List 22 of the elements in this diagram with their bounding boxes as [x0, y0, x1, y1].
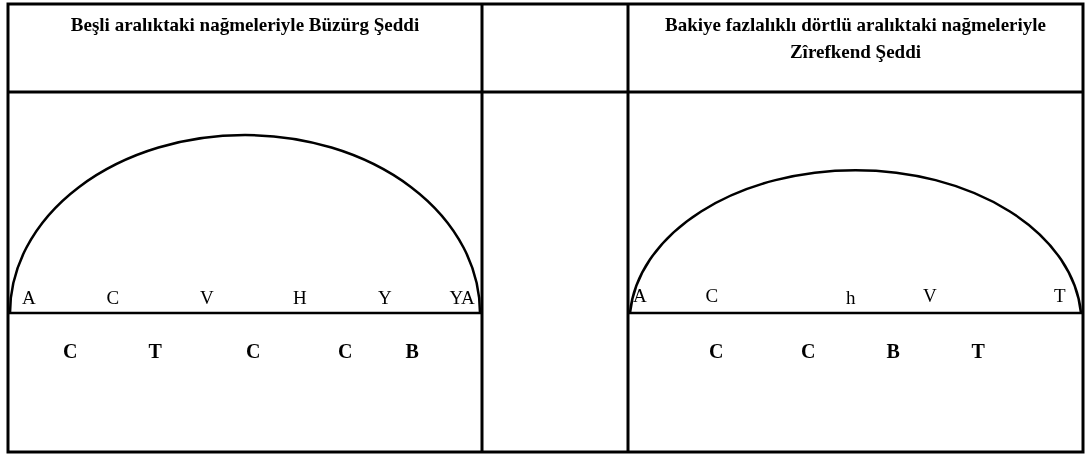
note-letter: A [633, 285, 647, 305]
interval-letter: C [801, 341, 816, 361]
note-letter: T [1054, 285, 1066, 305]
interval-letter: C [63, 341, 78, 361]
note-letter: H [293, 287, 307, 307]
interval-letter: C [709, 341, 724, 361]
interval-letter: C [338, 341, 353, 361]
interval-letter: T [148, 341, 162, 361]
note-letter: C [106, 287, 120, 307]
interval-letter: B [886, 341, 900, 361]
interval-letter: T [971, 341, 985, 361]
note-letter: Y [378, 287, 392, 307]
note-letter: YA [449, 287, 475, 307]
note-letter: A [22, 287, 36, 307]
note-letter: C [705, 285, 719, 305]
note-letter: h [846, 287, 856, 307]
column-heading: Bakiye fazlalıklı dörtlü aralıktaki nağmeleriyle Zîrefkend Şeddi [663, 13, 1047, 64]
note-letter: V [923, 285, 937, 305]
interval-letter: C [246, 341, 261, 361]
column-heading: Beşli aralıktaki nağmeleriyle Büzürg Şeddi [69, 13, 421, 37]
note-letter: V [200, 287, 214, 307]
interval-letter: B [405, 341, 419, 361]
